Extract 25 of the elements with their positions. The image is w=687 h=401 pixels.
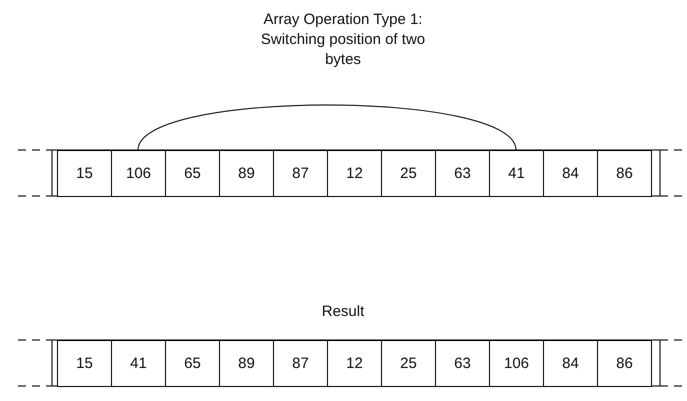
connector-arc xyxy=(138,104,516,150)
array-cell: 41 xyxy=(489,150,544,197)
array-cell: 65 xyxy=(165,150,220,197)
array-cell: 12 xyxy=(327,340,382,387)
array-cell: 41 xyxy=(111,340,166,387)
array-cell: 106 xyxy=(489,340,544,387)
array-cell: 84 xyxy=(543,340,598,387)
array-cell: 89 xyxy=(219,340,274,387)
array-cell: 87 xyxy=(273,340,328,387)
array-cell: 65 xyxy=(165,340,220,387)
array-cell: 106 xyxy=(111,150,166,197)
title: Array Operation Type 1: Switching position of two bytes xyxy=(260,10,426,70)
array-cell: 63 xyxy=(435,340,490,387)
array-cell: 87 xyxy=(273,150,328,197)
section-label: Result xyxy=(320,302,366,322)
array-cell: 89 xyxy=(219,150,274,197)
array-cell: 63 xyxy=(435,150,490,197)
array-cell: 25 xyxy=(381,340,436,387)
array-cell: 15 xyxy=(57,150,112,197)
array-cell: 25 xyxy=(381,150,436,197)
array-cell: 15 xyxy=(57,340,112,387)
array-cell: 84 xyxy=(543,150,598,197)
array-cell: 86 xyxy=(597,150,652,197)
array-cell: 86 xyxy=(597,340,652,387)
array-cell: 12 xyxy=(327,150,382,197)
